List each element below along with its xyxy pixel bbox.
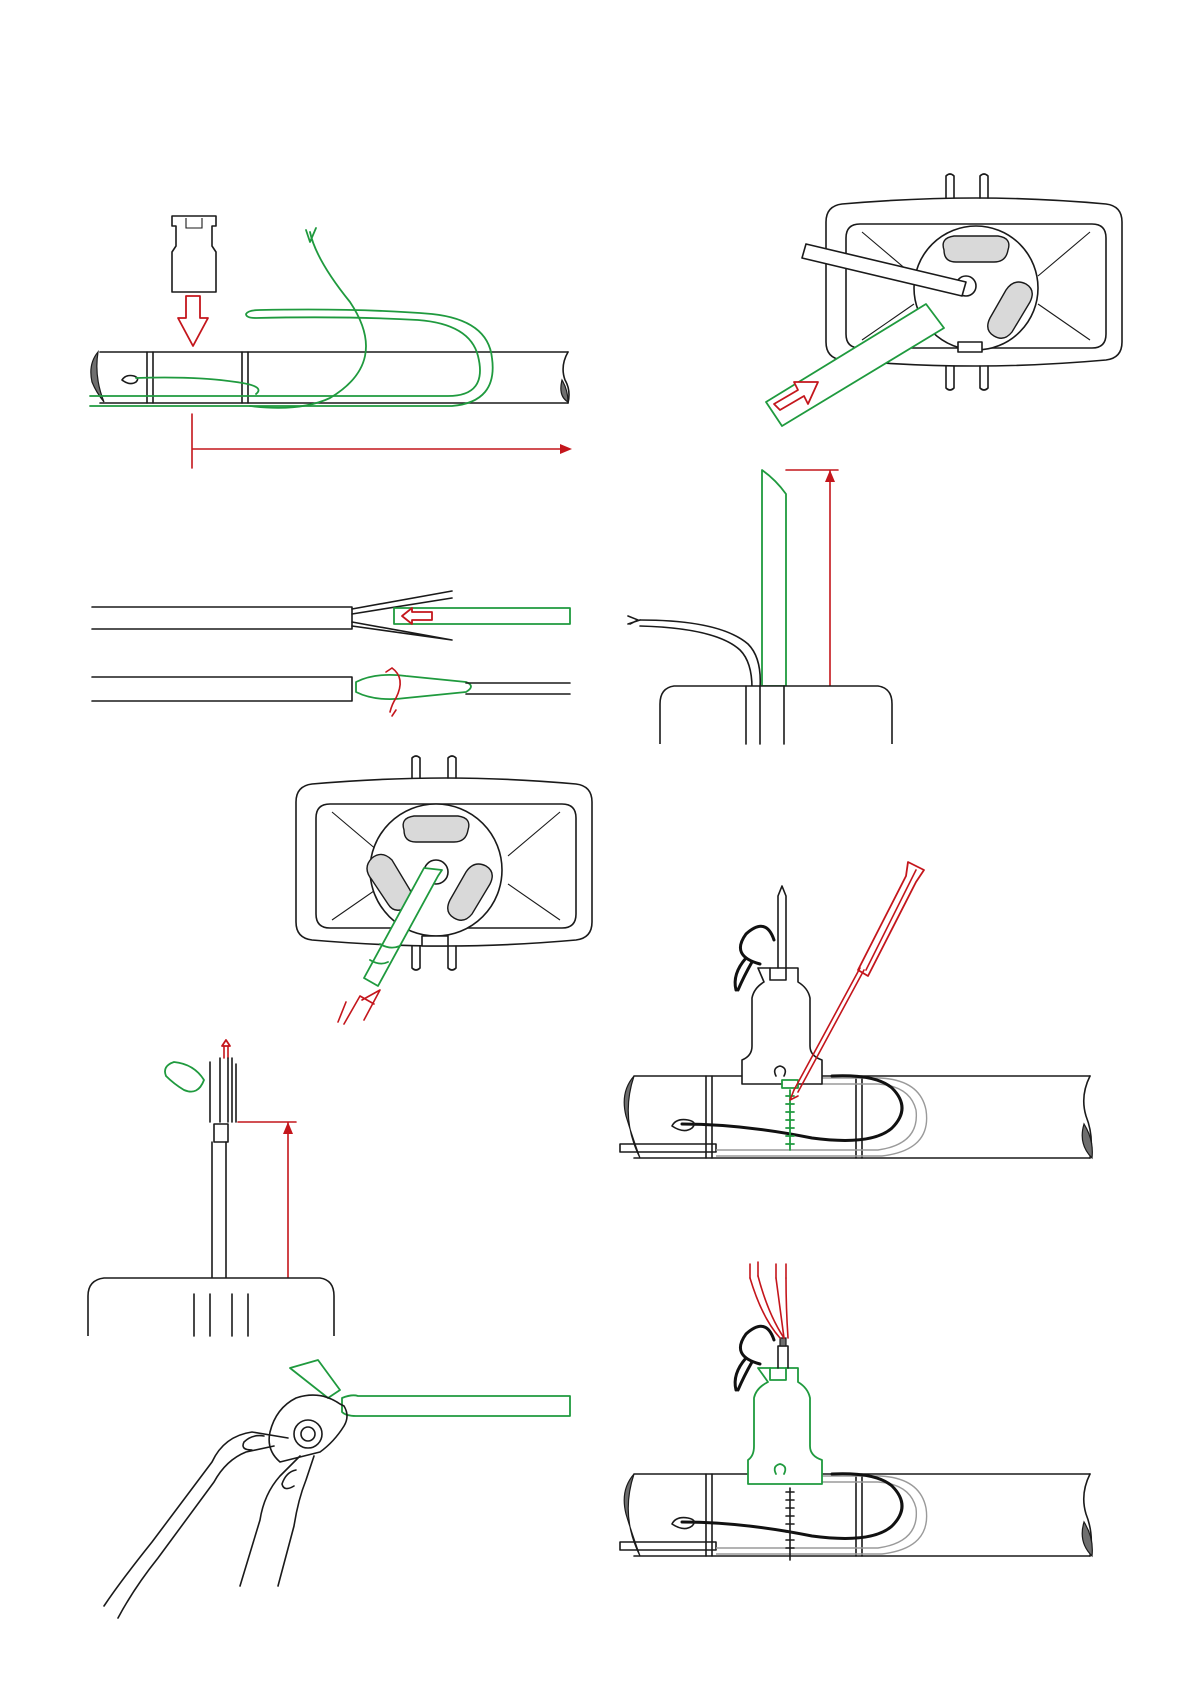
step-8-cutter (104, 1360, 570, 1618)
connector-housing-icon (172, 216, 216, 292)
step-9-finished (620, 1262, 1092, 1560)
height-arrow-icon (786, 470, 838, 686)
length-arrow-icon (192, 414, 560, 468)
step-3-cable-strip (92, 591, 570, 716)
step-6-screwdriver (620, 862, 1092, 1158)
step-7-conductors (88, 1040, 334, 1336)
step-4-measure (628, 470, 892, 744)
length-mark-icon (238, 1122, 296, 1294)
step-2-gland-housing (766, 174, 1122, 426)
step-1-pipe-cable (90, 216, 572, 468)
heating-cable (90, 310, 493, 407)
down-arrow-icon (178, 296, 208, 346)
step-5-gland-cable (296, 756, 592, 1024)
